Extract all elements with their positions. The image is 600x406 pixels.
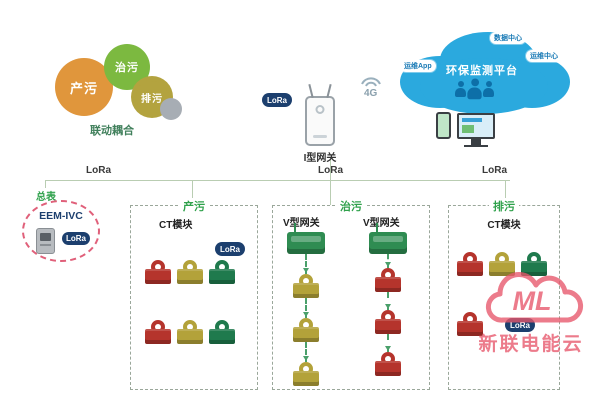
person-icon (483, 81, 494, 98)
ct-module-yellow (177, 320, 203, 344)
ct-module-red (375, 268, 401, 292)
cloud-title: 环保监测平台 (446, 65, 518, 77)
ct-base (489, 261, 515, 276)
meter-caption: 总表 (34, 188, 58, 203)
ct-module-yellow (489, 252, 515, 276)
group-box-paiwu-label: 排污 (489, 198, 519, 214)
group-box-chanwu: 产污 CT模块 LoRa (130, 198, 258, 390)
ct-module-red (145, 320, 171, 344)
person-icon (455, 81, 466, 98)
dashed-arrow (385, 254, 391, 268)
ct-base (177, 269, 203, 284)
ct-module-red (145, 260, 171, 284)
signal-4g-label: 4G (364, 88, 378, 98)
v-gateway-device-icon (369, 223, 407, 254)
group-box-chanwu-label: 产污 (179, 198, 209, 214)
ct-module-yellow (293, 274, 319, 298)
ct-module-green (209, 260, 235, 284)
v-gateway-right-label: V型网关 (363, 218, 400, 229)
connector-box-chanwu (192, 180, 193, 205)
ct-base (375, 361, 401, 376)
cloud-platform: 数据中心 运维App 运维中心 环保监测平台 (392, 24, 572, 120)
dashed-arrow (385, 292, 391, 310)
meter-name: EEM-IVC (39, 210, 83, 222)
cloud-sub-top-label: 数据中心 (490, 32, 526, 44)
smartphone-icon (436, 112, 451, 139)
ct-module-red (457, 312, 483, 336)
group-box-zhiwu-label: 治污 (336, 198, 366, 214)
connector-gateway (330, 160, 331, 180)
bus-lora-right-label: LoRa (482, 165, 507, 176)
ct-base (293, 371, 319, 386)
monitor-screen-block (462, 125, 474, 133)
ct-module-red (375, 310, 401, 334)
bus-lora-left-label: LoRa (86, 165, 111, 176)
ct-base (457, 321, 483, 336)
connector-box-paiwu (505, 180, 506, 205)
gear-small-icon (160, 98, 182, 120)
monitor-icon (457, 113, 495, 147)
dashed-arrow (385, 334, 391, 352)
group-box-paiwu: 排污 CT模块 LoRa (448, 198, 560, 390)
gateway-label: I型网关 (303, 153, 337, 164)
v-gateway-device-icon (287, 223, 325, 254)
ct-base (457, 261, 483, 276)
antenna-right-icon (326, 83, 332, 99)
antenna-left-icon (308, 83, 314, 99)
dashed-arrow (303, 342, 309, 362)
main-meter-group: EEM-IVC LoRa (22, 200, 100, 262)
connector-box-zhiwu (330, 180, 331, 205)
gateway-device-icon (305, 83, 335, 146)
dashed-arrow (303, 254, 309, 274)
ct-base (209, 269, 235, 284)
energy-meter-icon (36, 228, 55, 254)
ct-base (177, 329, 203, 344)
ct-module-yellow (293, 362, 319, 386)
dashed-arrow (303, 298, 309, 318)
cloud-shape-icon (400, 32, 570, 114)
ct-module-green (521, 252, 547, 276)
gateway-led-icon (315, 105, 325, 114)
ct-module-red (375, 352, 401, 376)
ct-module-label: CT模块 (487, 220, 521, 231)
ct-module-green (209, 320, 235, 344)
ct-base (293, 283, 319, 298)
monitor-screen-bar (462, 118, 482, 122)
gateway-lora-badge: LoRa (262, 93, 292, 107)
ct-base (521, 261, 547, 276)
ct-module-yellow (177, 260, 203, 284)
users-group-icon (454, 78, 495, 100)
cloud-sub-left-label: 运维App (400, 60, 436, 72)
ct-base (375, 277, 401, 292)
ct-base (145, 269, 171, 284)
ct-base (375, 319, 401, 334)
ct-module-red (457, 252, 483, 276)
ct-base (293, 327, 319, 342)
person-icon (467, 78, 482, 100)
gear-chanwu-icon: 产污 (55, 58, 113, 116)
cloud-sub-right-label: 运维中心 (526, 50, 562, 62)
bus-lora-mid-label: LoRa (318, 165, 343, 176)
ct-base (209, 329, 235, 344)
ct-module-label: CT模块 (159, 220, 193, 231)
lora-bus-line (45, 180, 510, 181)
box3-lora-badge: LoRa (505, 318, 535, 332)
signal-4g-icon: 4G (361, 77, 381, 98)
ct-module-yellow (293, 318, 319, 342)
meter-lora-badge: LoRa (62, 232, 90, 245)
ct-base (145, 329, 171, 344)
gear-caption: 联动耦合 (90, 125, 134, 137)
gateway-slot-icon (313, 135, 327, 138)
v-gateway-left-label: V型网关 (283, 218, 320, 229)
group-box-zhiwu: 治污 V型网关 V型网关 (272, 198, 430, 390)
box1-lora-badge: LoRa (215, 242, 245, 256)
